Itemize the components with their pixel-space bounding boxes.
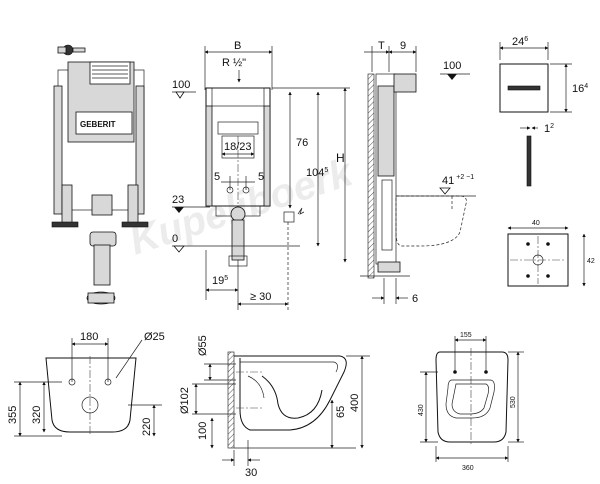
bowl-top-view: 155 430 530 360 (418, 332, 524, 472)
dim-d55: Ø55 (197, 335, 209, 356)
dim-220: 220 (141, 418, 153, 436)
dim-side-100-lower: 100 (197, 422, 209, 440)
dim-19-5: 195 (212, 275, 228, 287)
dim-d25: Ø25 (144, 331, 165, 343)
flush-plate-views: 246 164 12 (499, 36, 588, 187)
supply-box (283, 211, 295, 223)
dim-side-100: 100 (443, 60, 461, 72)
dim-18-23: 18/23 (224, 141, 252, 153)
dim-6: 6 (412, 293, 418, 305)
dim-level-0: 0 (172, 233, 178, 245)
dim-wall-40: 40 (532, 220, 540, 227)
dim-41: 41+2 −1 (442, 174, 474, 187)
dim-320: 320 (31, 406, 43, 424)
fixing-bolt-icon (57, 44, 86, 56)
frame-front-elevation: B R ½" 100 18/23 5 5 23 (172, 40, 350, 310)
dim-360: 360 (462, 465, 474, 472)
dim-width-b: B (234, 40, 241, 52)
dim-104: 1045 (306, 167, 328, 179)
bowl-rear-view: 180 Ø25 355 320 220 (7, 331, 165, 437)
dim-530: 530 (510, 396, 517, 408)
dim-plate-depth: 12 (544, 123, 554, 135)
dim-9: 9 (400, 40, 406, 52)
dim-height-h: H (336, 151, 345, 165)
dim-t: T (378, 40, 385, 52)
brand-logo: GEBERIT (80, 120, 116, 129)
dim-65: 65 (335, 406, 347, 418)
dim-180: 180 (80, 331, 98, 343)
dim-plate-width: 246 (512, 36, 528, 48)
flush-plate-front (499, 63, 549, 113)
dim-23: 23 (172, 194, 184, 206)
dim-76: 76 (296, 137, 308, 149)
dim-min-30: ≥ 30 (250, 291, 271, 303)
dim-plate-height: 164 (572, 83, 588, 95)
wall-plate-view: 40 42 (507, 220, 595, 287)
dim-connection-r: R ½" (222, 57, 246, 69)
dim-355: 355 (7, 406, 19, 424)
dim-5-right: 5 (258, 171, 264, 183)
dim-d102: Ø102 (179, 387, 191, 414)
dim-top-level-100: 100 (172, 79, 190, 91)
bowl-side-section: Ø55 Ø102 100 65 400 30 (179, 335, 370, 479)
flush-button-dual (507, 85, 541, 91)
frame-perspective-illustration: GEBERIT (51, 44, 149, 305)
dim-5-left: 5 (214, 171, 220, 183)
frame-side-elevation: T 9 100 41+2 −1 6 (360, 40, 476, 305)
dim-155: 155 (460, 332, 472, 339)
dim-wall-42: 42 (587, 258, 595, 265)
dim-430: 430 (418, 404, 425, 416)
cistern-grille (92, 65, 128, 79)
flush-plate-profile (526, 135, 532, 187)
dim-400: 400 (349, 394, 361, 412)
dim-side-30: 30 (245, 467, 257, 479)
electric-symbol-icon (297, 207, 305, 215)
